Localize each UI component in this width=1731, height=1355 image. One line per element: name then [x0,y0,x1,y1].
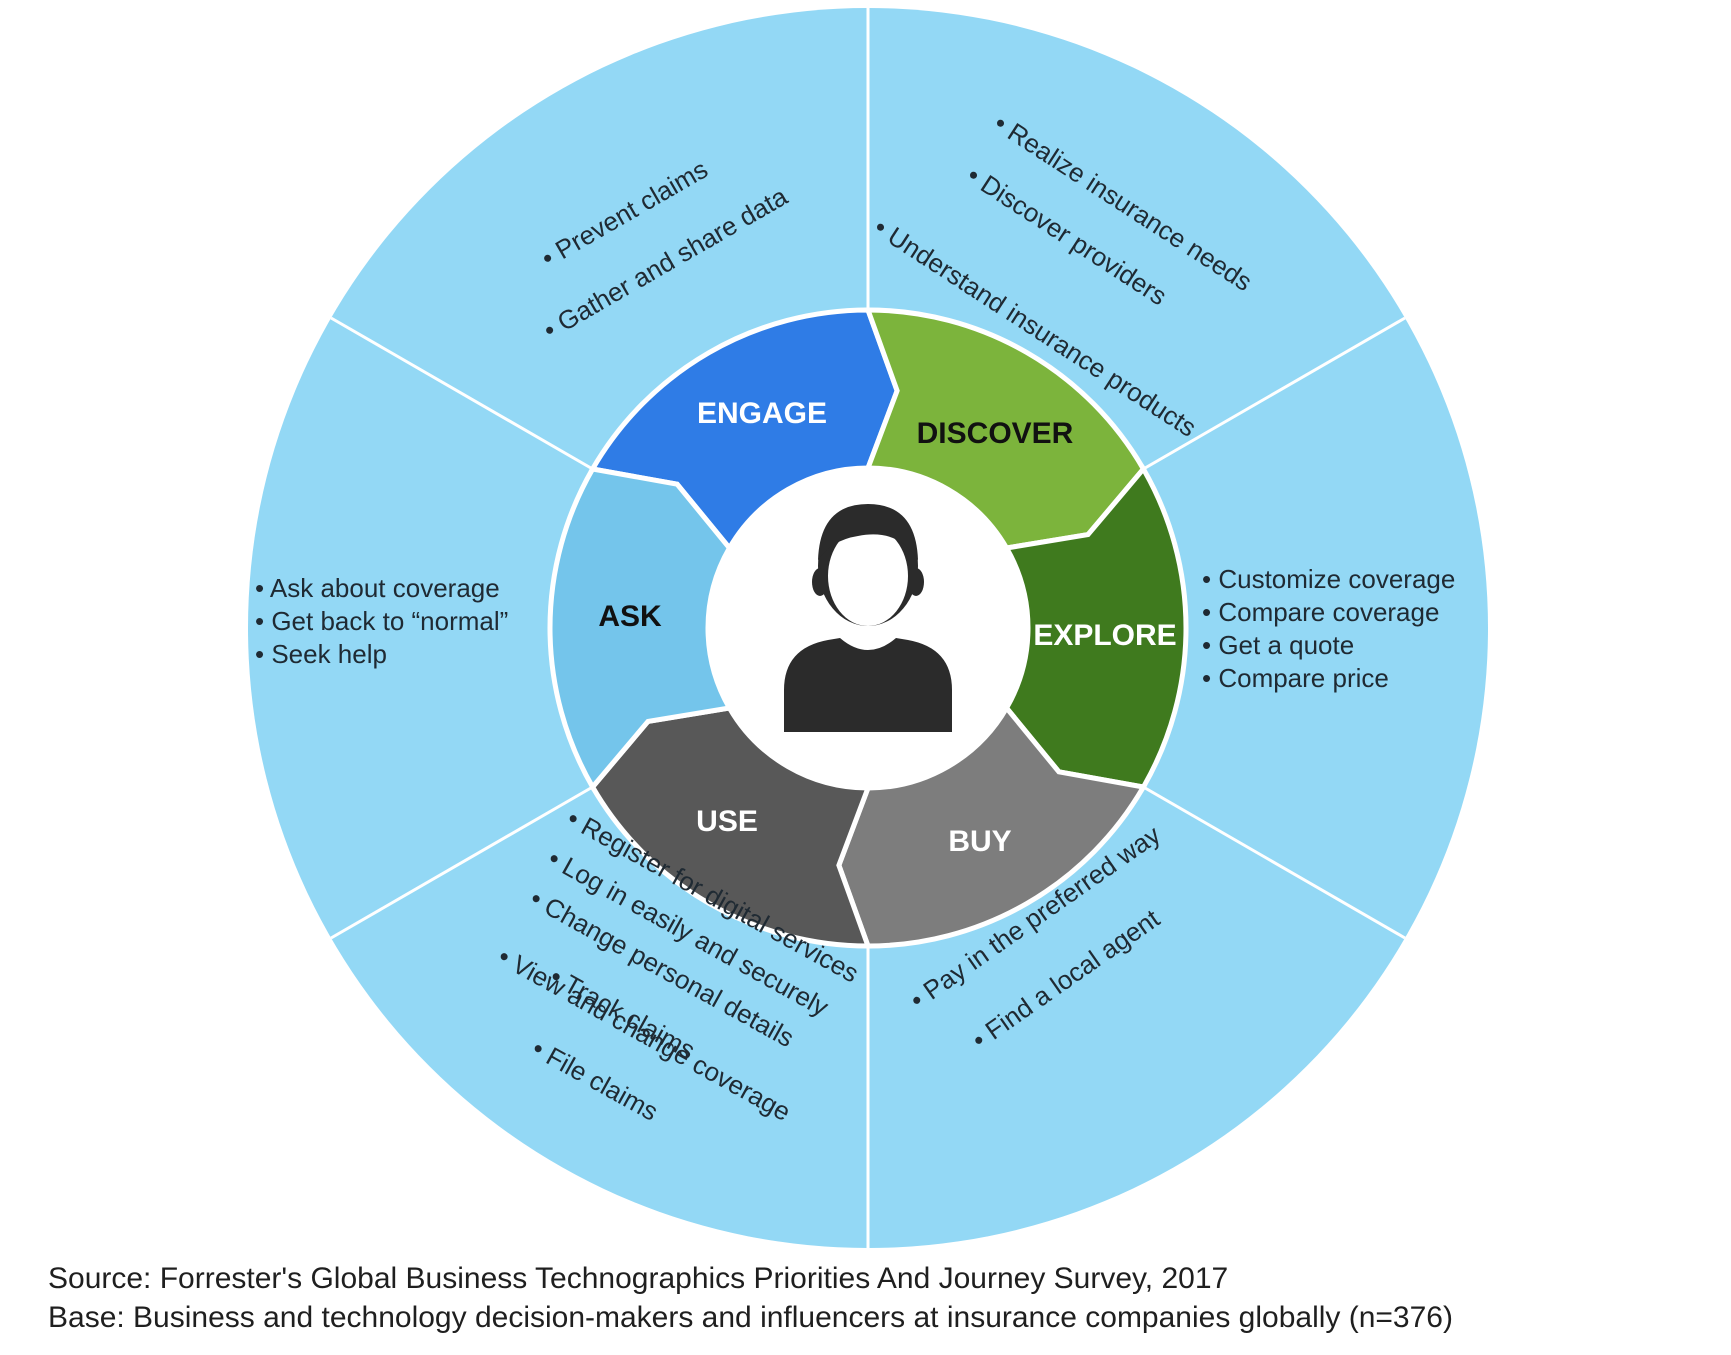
outer-divider [1142,785,1406,940]
explore-item: • Compare coverage [1202,597,1439,627]
ask-item: • Ask about coverage [255,573,500,603]
stage-segment-explore [1002,464,1189,790]
explore-item: • Compare price [1202,663,1389,693]
source-note: Source: Forrester's Global Business Tech… [48,1262,1229,1295]
stage-segment-use [589,705,872,949]
explore-item: • Get a quote [1202,630,1354,660]
base-note: Base: Business and technology decision-m… [48,1301,1453,1334]
stage-label-discover: DISCOVER [917,417,1074,450]
stage-label-ask: ASK [598,600,662,633]
stage-segment-engage [588,307,900,553]
ask-item: • Get back to “normal” [255,606,508,636]
explore-item: • Customize coverage [1202,564,1455,594]
outer-divider [330,785,594,940]
stage-label-engage: ENGAGE [697,397,827,430]
ask-item: • Seek help [255,639,387,669]
stage-label-use: USE [696,805,758,838]
outer-divider [1142,316,1406,471]
person-icon [784,504,952,732]
stage-segment-discover [864,307,1147,551]
stage-segment-buy [836,703,1148,949]
outer-divider [330,316,594,471]
stage-label-buy: BUY [948,825,1011,858]
stage-label-explore: EXPLORE [1033,619,1176,652]
stage-segment-ask [547,466,734,792]
